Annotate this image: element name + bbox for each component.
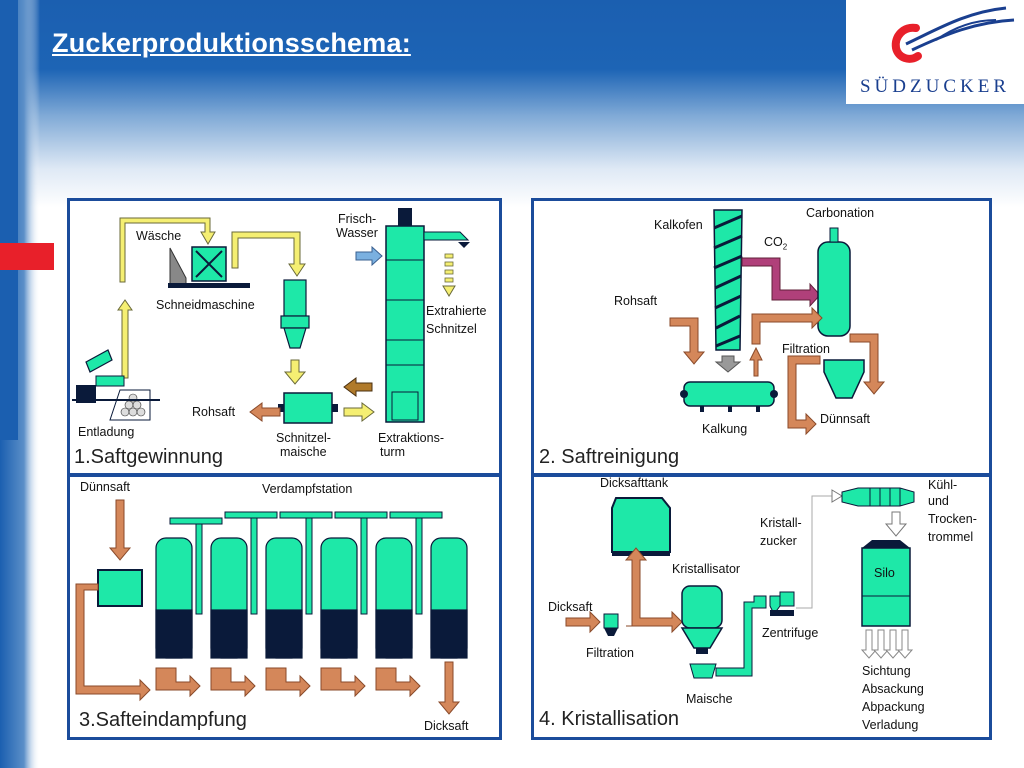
yellow-conveyor-2 bbox=[231, 231, 306, 277]
label-schneidmaschine: Schneidmaschine bbox=[156, 298, 255, 312]
label-verladung: Verladung bbox=[862, 718, 919, 732]
yellow-conveyor-1 bbox=[119, 217, 216, 283]
label-extrahierte-2: Schnitzel bbox=[426, 322, 477, 336]
label-kristallzucker-1: Kristall- bbox=[760, 516, 802, 530]
label-abpackung: Abpackung bbox=[862, 700, 925, 714]
label-rohsaft-2: Rohsaft bbox=[614, 294, 658, 308]
label-duennsaft-3: Dünnsaft bbox=[80, 480, 131, 494]
label-filtration-4: Filtration bbox=[586, 646, 634, 660]
label-schnitzelmaische-1: Schnitzel- bbox=[276, 431, 331, 445]
label-zentrifuge: Zentrifuge bbox=[762, 626, 819, 640]
label-kuehl-3: Trocken- bbox=[928, 512, 977, 526]
logo-swoosh-icon bbox=[891, 6, 1015, 63]
label-dicksaft-3: Dicksaft bbox=[424, 719, 469, 733]
panel2-drawing bbox=[669, 209, 886, 436]
label-kuehl-2: und bbox=[928, 494, 949, 508]
panel3-title: 3.Safteindampfung bbox=[79, 709, 247, 731]
label-filtration-2: Filtration bbox=[782, 342, 830, 356]
label-kristallisator: Kristallisator bbox=[672, 562, 741, 576]
label-kristallzucker-2: zucker bbox=[760, 534, 797, 548]
label-extrahierte-1: Extrahierte bbox=[426, 304, 487, 318]
label-kuehl-4: trommel bbox=[928, 530, 974, 544]
label-frischwasser-2: Wasser bbox=[336, 226, 378, 240]
panel4-drawing bbox=[565, 487, 915, 679]
panel2-title: 2. Saftreinigung bbox=[539, 446, 680, 468]
slide-title: Zuckerproduktionsschema: bbox=[52, 28, 411, 58]
panel3-drawing bbox=[75, 499, 468, 715]
label-duennsaft-2: Dünnsaft bbox=[820, 412, 871, 426]
label-rohsaft-1: Rohsaft bbox=[192, 405, 236, 419]
evaporators bbox=[155, 511, 468, 715]
label-entladung: Entladung bbox=[78, 425, 135, 439]
panel4-title: 4. Kristallisation bbox=[539, 708, 680, 730]
red-accent-bar bbox=[0, 243, 54, 270]
label-kuehl-1: Kühl- bbox=[928, 478, 958, 492]
label-schnitzelmaische-2: maische bbox=[280, 445, 327, 459]
suedzucker-logo: SÜDZUCKER bbox=[846, 0, 1024, 104]
label-dicksafttank: Dicksafttank bbox=[600, 476, 669, 490]
yellow-arrow-right bbox=[343, 402, 375, 422]
panel1-title: 1.Saftgewinnung bbox=[74, 446, 224, 468]
label-waesche: Wäsche bbox=[136, 229, 182, 243]
panel1-drawing bbox=[72, 208, 470, 424]
yellow-arrow-down bbox=[283, 359, 307, 385]
label-carbonation: Carbonation bbox=[806, 206, 875, 220]
label-maische: Maische bbox=[686, 692, 733, 706]
label-frischwasser-1: Frisch- bbox=[338, 212, 377, 226]
label-extraktionsturm-2: turm bbox=[380, 445, 405, 459]
label-kalkung: Kalkung bbox=[702, 422, 748, 436]
label-dicksaft-4: Dicksaft bbox=[548, 600, 593, 614]
label-verdampfstation: Verdampfstation bbox=[262, 482, 353, 496]
label-absackung: Absackung bbox=[862, 682, 924, 696]
yellow-arrow-up-left bbox=[117, 299, 133, 379]
label-kalkofen: Kalkofen bbox=[654, 218, 703, 232]
label-sichtung: Sichtung bbox=[862, 664, 911, 678]
label-co2: CO2 bbox=[764, 235, 788, 252]
label-extraktionsturm-1: Extraktions- bbox=[378, 431, 444, 445]
label-silo: Silo bbox=[874, 566, 895, 580]
